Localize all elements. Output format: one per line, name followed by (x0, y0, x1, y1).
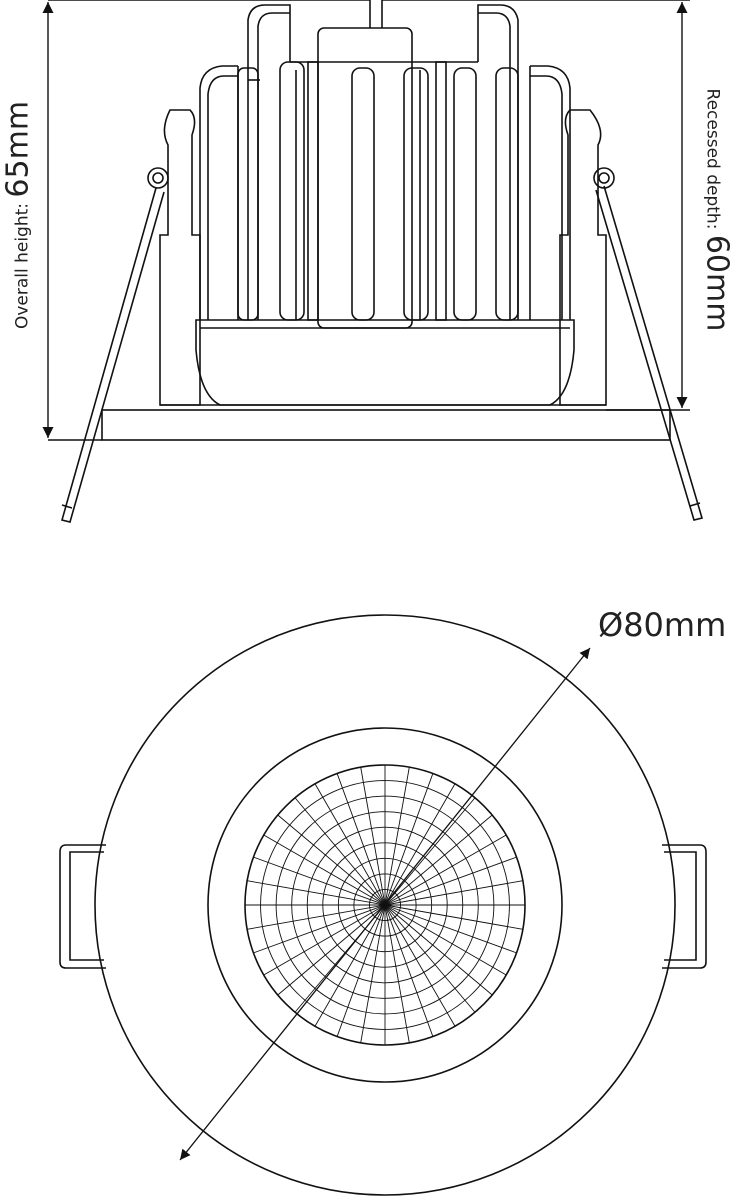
diameter-label: Ø80mm (598, 606, 727, 644)
overall-height-dimension (42, 0, 370, 441)
recessed-depth-dimension (382, 0, 690, 411)
recessed-depth-prefix: Recessed depth: (702, 88, 723, 235)
ceiling-flange (101, 409, 671, 441)
overall-height-prefix: Overall height: (12, 197, 33, 330)
top-cap (317, 27, 413, 329)
side-elevation (61, 0, 704, 523)
recessed-depth-value: 60mm (699, 234, 735, 332)
left-tab (59, 844, 106, 969)
right-tab (662, 844, 707, 969)
right-bracket (559, 109, 607, 406)
left-spring (61, 187, 165, 523)
heatsink-fins (199, 4, 571, 321)
outer-rim (94, 614, 676, 1196)
recessed-depth-label: Recessed depth: 60mm (700, 89, 735, 332)
plan-view (59, 614, 707, 1196)
overall-height-label: Overall height: 65mm (1, 101, 36, 329)
diameter-dimension (179, 647, 591, 1161)
right-spring (595, 185, 704, 521)
bezel-body (195, 319, 575, 406)
overall-height-value: 65mm (0, 100, 36, 198)
left-bracket (159, 109, 201, 406)
